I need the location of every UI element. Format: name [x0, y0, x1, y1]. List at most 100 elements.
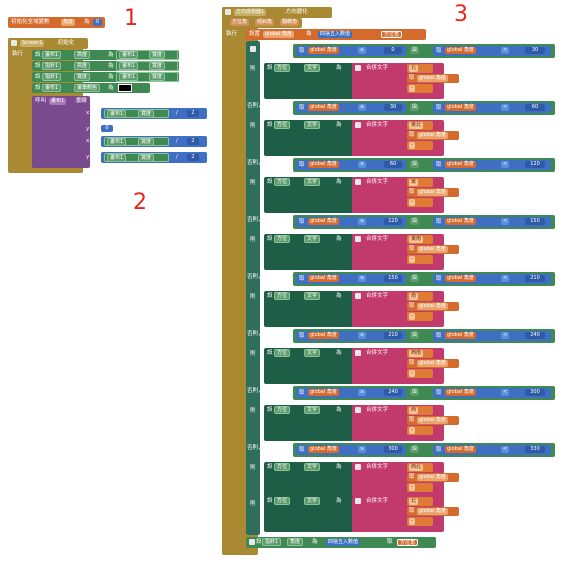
text-component[interactable]: 方位	[274, 497, 291, 505]
operator-ge[interactable]: ≥	[358, 161, 367, 168]
and-operator[interactable]: 與	[410, 389, 420, 396]
text-property[interactable]: 文字	[304, 121, 321, 129]
set-text-block[interactable]: 設方位文字為	[264, 405, 354, 441]
get-global-angle[interactable]: global 角度	[445, 104, 476, 111]
direction-value[interactable]: 北	[409, 65, 419, 72]
property-select[interactable]: 畫筆顏色	[74, 84, 101, 92]
param-roll[interactable]: 翻轉角	[280, 19, 300, 26]
dash-value[interactable]: -	[409, 313, 415, 320]
operator-ge[interactable]: ≥	[358, 275, 367, 282]
text-component[interactable]: 方位	[274, 292, 291, 300]
gear-icon[interactable]	[355, 498, 361, 504]
param-pitch[interactable]: 傾斜角	[255, 19, 275, 26]
lower-bound[interactable]: 0	[384, 47, 402, 54]
operator-lt[interactable]: <	[501, 161, 510, 168]
operator-ge[interactable]: ≥	[358, 218, 367, 225]
screen-component[interactable]: Screen1	[20, 40, 45, 47]
upper-bound[interactable]: 60	[525, 104, 545, 111]
set-text-block[interactable]: 設方位文字為	[264, 348, 354, 384]
direction-text[interactable]: 東南	[407, 235, 433, 244]
call-component[interactable]: 畫布1	[49, 98, 67, 105]
dash-value[interactable]: -	[409, 142, 415, 149]
component-select[interactable]: 指針1	[42, 62, 62, 70]
gear-icon[interactable]	[355, 65, 361, 71]
param-azimuth[interactable]: 方位角	[230, 19, 250, 26]
set-text-block[interactable]: 設方位文字為	[264, 234, 354, 270]
dash-value[interactable]: -	[409, 484, 415, 491]
direction-value[interactable]: 東	[409, 179, 419, 186]
set-text-block-else[interactable]: 設方位文字為	[264, 496, 354, 532]
component-select[interactable]: 畫布1	[42, 84, 62, 92]
upper-bound[interactable]: 330	[525, 446, 545, 453]
lower-bound[interactable]: 240	[384, 389, 402, 396]
set-text-block[interactable]: 設方位文字為	[264, 177, 354, 213]
divisor[interactable]: 2	[187, 154, 199, 161]
text-property[interactable]: 文字	[304, 497, 321, 505]
gear-icon[interactable]	[355, 350, 361, 356]
text-component[interactable]: 方位	[274, 463, 291, 471]
direction-text[interactable]: 東北	[407, 121, 433, 130]
and-operator[interactable]: 與	[410, 104, 420, 111]
lower-bound[interactable]: 120	[384, 218, 402, 225]
source-property-select[interactable]: 寬度	[149, 51, 166, 59]
gear-icon[interactable]	[355, 407, 361, 413]
set-text-block[interactable]: 設方位文字為	[264, 462, 354, 498]
divisor[interactable]: 2	[187, 138, 199, 145]
lower-bound[interactable]: 300	[384, 446, 402, 453]
dash-value[interactable]: -	[409, 199, 415, 206]
upper-bound[interactable]: 300	[525, 389, 545, 396]
azimuth-getter[interactable]: 方位角	[381, 31, 403, 38]
direction-value[interactable]: 南	[409, 293, 419, 300]
upper-bound[interactable]: 210	[525, 275, 545, 282]
global-angle-name[interactable]: global 角度	[417, 132, 448, 139]
direction-value[interactable]: 西北	[409, 464, 424, 471]
divisor[interactable]: 2	[187, 110, 199, 117]
getter-property[interactable]: 寬度	[138, 110, 155, 118]
get-global-angle[interactable]: global 角度	[308, 218, 339, 225]
operator-ge[interactable]: ≥	[358, 446, 367, 453]
dash-text[interactable]: -	[407, 198, 433, 207]
dash-value[interactable]: -	[409, 518, 415, 525]
gear-icon[interactable]	[355, 236, 361, 242]
operator-ge[interactable]: ≥	[358, 47, 367, 54]
round-func[interactable]: 四捨五入數值	[318, 31, 353, 38]
and-operator[interactable]: 與	[410, 332, 420, 339]
global-angle-name[interactable]: global 角度	[417, 360, 448, 367]
global-angle-name[interactable]: global 角度	[417, 303, 448, 310]
dash-text[interactable]: -	[407, 483, 433, 492]
getter-component[interactable]: 畫布1	[107, 138, 127, 146]
gear-icon[interactable]	[250, 46, 256, 52]
zero-value[interactable]: 0	[101, 125, 113, 132]
get-global-angle[interactable]: global 角度	[445, 332, 476, 339]
source-component-select[interactable]: 畫布1	[119, 73, 139, 81]
final-round-func[interactable]: 四捨五入數值	[326, 539, 361, 546]
text-property[interactable]: 文字	[304, 463, 321, 471]
dash-value[interactable]: -	[409, 427, 415, 434]
collapse-icon-3[interactable]	[225, 9, 231, 15]
text-property[interactable]: 文字	[304, 292, 321, 300]
dash-text[interactable]: -	[407, 426, 433, 435]
